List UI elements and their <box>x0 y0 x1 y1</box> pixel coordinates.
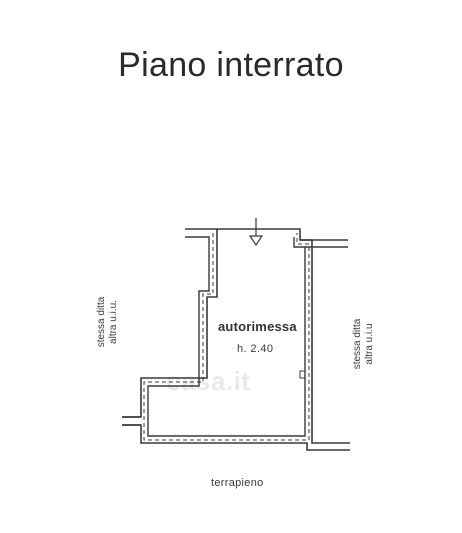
plan-title: Piano interrato <box>118 46 344 84</box>
room-height-label: h. 2.40 <box>237 343 274 355</box>
outer-wall <box>122 228 350 451</box>
wall-hatching <box>143 233 310 441</box>
left-side-label-line-2: altra u.i.u. <box>108 300 119 344</box>
bottom-label: terrapieno <box>211 477 264 489</box>
left-side-label: stessa ditta altra u.i.u. <box>96 297 120 348</box>
right-side-label-line-1: stessa ditta <box>352 318 363 370</box>
wall-stub-top-right <box>300 239 348 248</box>
entrance-arrow-icon <box>248 218 264 247</box>
right-side-label-line-2: altra u.i.u <box>364 323 375 365</box>
wall-stub-left <box>122 416 141 426</box>
watermark-logo: casa.it <box>166 366 251 396</box>
wall-detail <box>299 370 306 379</box>
inner-wall <box>147 236 306 437</box>
right-side-label: stessa ditta altra u.i.u <box>352 319 376 370</box>
room-name-label: autorimessa <box>218 319 297 334</box>
left-side-label-line-1: stessa ditta <box>96 296 107 348</box>
